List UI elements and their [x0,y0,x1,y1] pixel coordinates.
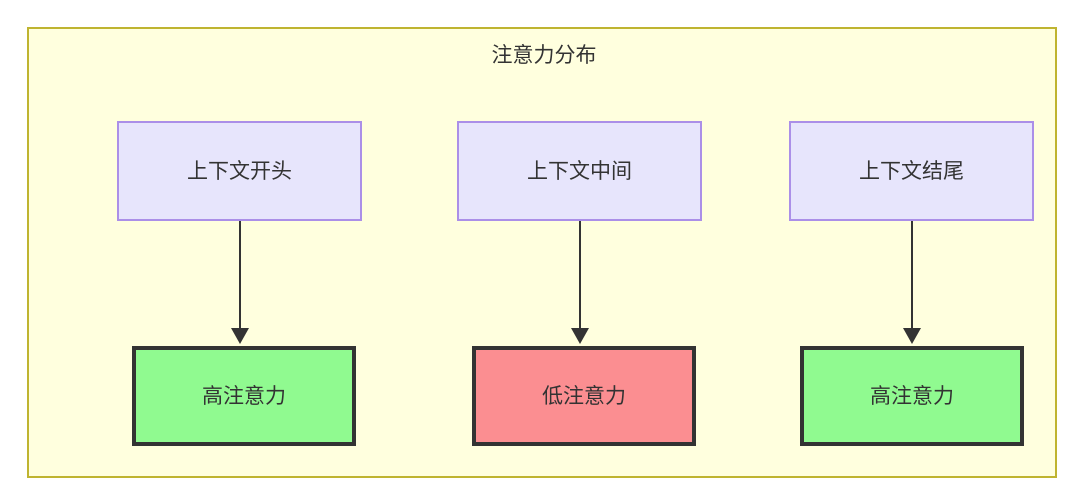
node-context-start[interactable]: 上下文开头 [117,121,362,221]
node-attention-high-start[interactable]: 高注意力 [132,346,356,446]
node-context-middle[interactable]: 上下文中间 [457,121,702,221]
arrowhead-icon-3 [903,328,921,344]
arrowhead-icon-2 [571,328,589,344]
diagram-title: 注意力分布 [491,44,597,67]
arrowhead-icon-1 [231,328,249,344]
node-context-end[interactable]: 上下文结尾 [789,121,1034,221]
node-attention-low-middle[interactable]: 低注意力 [472,346,696,446]
edge-context-middle-to-attention [579,221,581,334]
edge-context-start-to-attention [239,221,241,334]
attention-distribution-container: 注意力分布 上下文开头 上下文中间 上下文结尾 高注意力 低注意力 高注意力 [27,27,1057,478]
edge-context-end-to-attention [911,221,913,334]
node-attention-high-end[interactable]: 高注意力 [800,346,1024,446]
